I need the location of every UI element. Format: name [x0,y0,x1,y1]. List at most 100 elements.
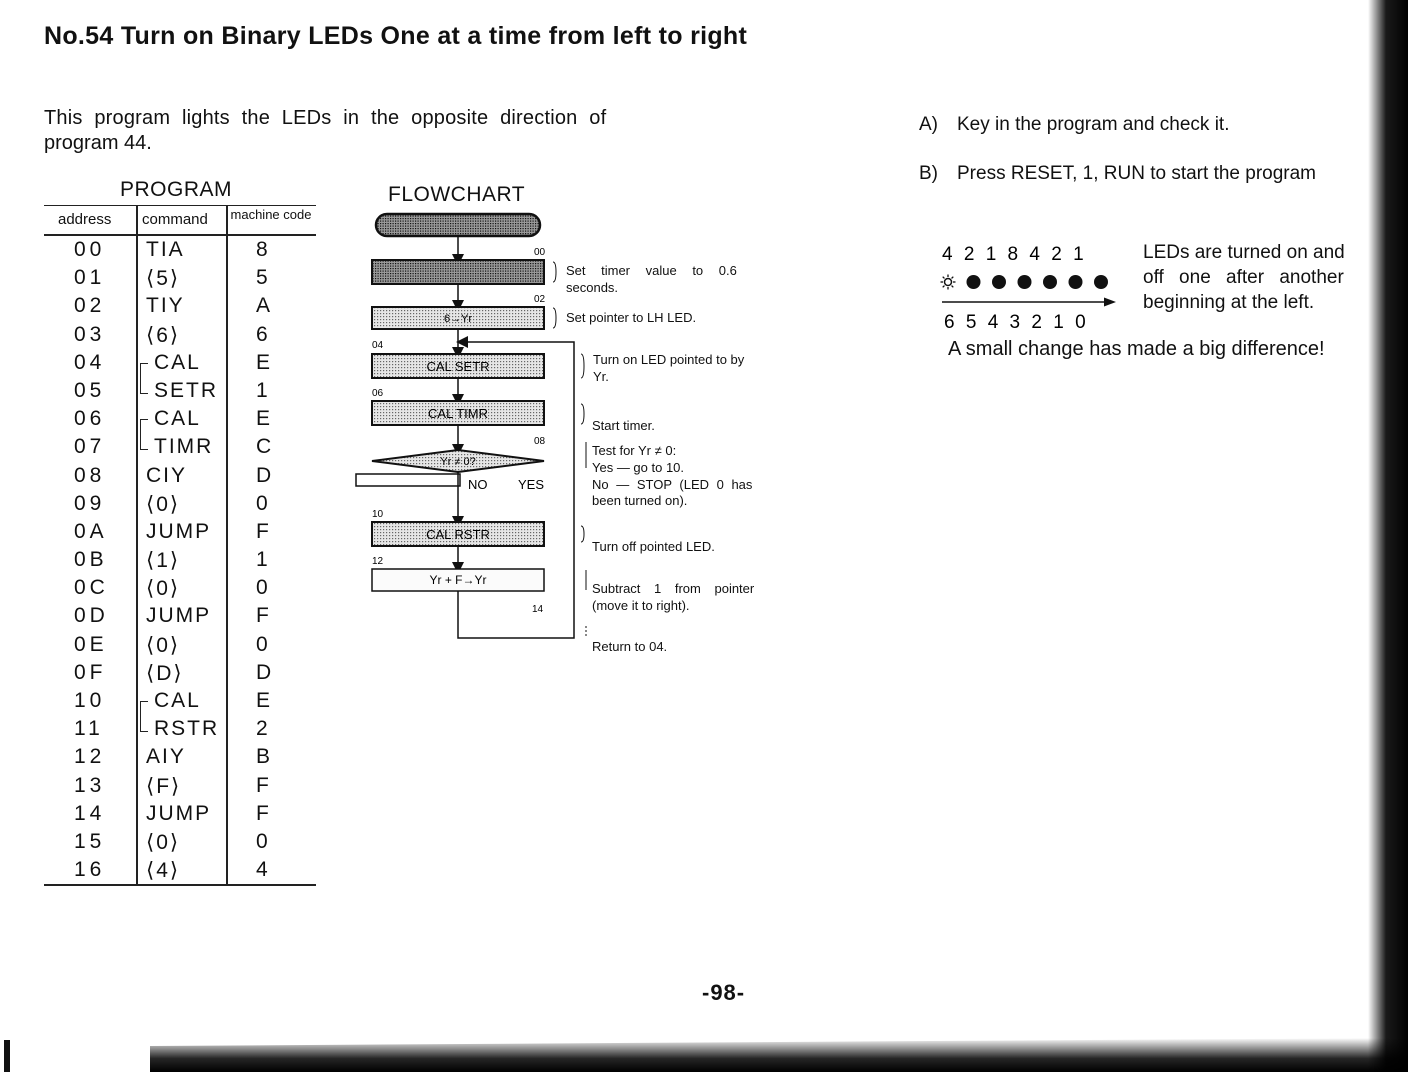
cell-machine-code: D [256,463,274,487]
cell-machine-code: 0 [256,576,270,600]
summary-text: A small change has made a big difference… [948,338,1325,360]
page-title: No.54 Turn on Binary LEDs One at a time … [44,22,748,50]
led-ray [951,276,954,279]
instruction-a-text: Key in the program and check it. [957,114,1230,135]
cell-address: 0F [74,660,107,684]
flowchart-heading: FLOWCHART [388,183,526,206]
cell-address: 0C [74,576,109,600]
led-description: LEDs are turned on and off one after ano… [1143,240,1383,315]
led-dark [966,275,981,289]
instruction-b: B)Press RESET, 1, RUN to start the progr… [919,163,1316,185]
intro-line-1: This program lights the LEDs in the oppo… [44,107,607,129]
cell-command: ⟨6⟩ [146,323,181,347]
led-description-line-2: off one after another [1143,267,1344,288]
table-row: 0C ⟨0⟩ 0 [44,574,316,602]
column-divider [226,236,228,885]
cell-address: 16 [74,858,106,882]
cell-machine-code: F [256,604,271,628]
address-marker-06: 06 [372,388,384,399]
cell-machine-code: B [256,745,273,769]
table-row: 16⟨4⟩4 [44,856,316,884]
cell-address: 10 [74,689,106,712]
cell-address: 12 [74,745,106,769]
address-marker-04: 04 [372,340,384,351]
address-marker-14: 14 [532,604,544,615]
note-return: Return to 04. [592,639,667,654]
cell-machine-code: C [256,435,274,459]
cell-command: CAL [154,350,201,374]
led-row [940,274,1108,290]
scan-margin-mark [4,1040,10,1072]
cell-command: JUMP [146,801,212,825]
cell-machine-code: F [256,801,271,825]
cell-machine-code: 0 [256,632,270,656]
led-diagram: 4 2 1 8 4 2 1 6 5 4 3 2 1 0 [940,244,1116,333]
table-row: 15⟨0⟩0 [44,828,316,856]
column-header-command: command [142,211,208,228]
note-subtract-2: (move it to right). [592,598,690,613]
call-bracket [140,376,148,394]
cell-command: SETR [154,378,219,402]
led-dark [1094,275,1108,289]
cal-timr-label: CAL TIMR [428,406,488,421]
address-marker-02: 02 [534,294,546,305]
column-divider [136,236,138,885]
address-marker-12: 12 [372,556,384,567]
cell-command: ⟨0⟩ [146,577,181,601]
cell-machine-code: E [256,350,273,374]
note-turn-on-1: Turn on LED pointed to by [593,352,745,367]
program-heading: PROGRAM [120,178,233,201]
instruction-a-label: A) [919,114,938,135]
cell-command: ⟨4⟩ [146,859,181,883]
note-start-timer: Start timer. [592,418,655,433]
cal-setr-label: CAL SETR [426,359,489,374]
cell-command: CAL [154,407,201,431]
cell-command: TIY [146,294,185,318]
cell-address: 14 [74,801,106,825]
note-brace [580,403,585,425]
led-ray [942,276,945,279]
led-ray [951,285,954,288]
cell-machine-code: 0 [256,829,270,853]
note-test-2: Yes — go to 10. [592,460,684,475]
branch-yes-label: YES [518,477,544,492]
column-header-machine-code: machine code [230,207,312,222]
no-branch-exit [355,473,461,487]
cal-rstr-label: CAL RSTR [426,527,490,542]
cell-command: ⟨0⟩ [146,633,181,657]
subtract-box-label: Yr + F→Yr [429,573,486,587]
note-set-timer-1: Set timer value to 0.6 [566,263,737,278]
note-brace [580,525,585,543]
note-brace [580,353,585,379]
led-dark [1043,275,1057,289]
cell-machine-code: 1 [256,378,270,402]
cell-command: ⟨1⟩ [146,549,181,573]
led-description-line-1: LEDs are turned on and [1143,242,1345,263]
cell-command: ⟨5⟩ [146,267,181,291]
scan-bottom-shadow [150,1038,1408,1072]
set-pointer-box-label: 6→Yr [444,313,472,325]
address-marker-00: 00 [534,247,546,258]
cell-command: JUMP [146,519,212,543]
led-description-line-3: beginning at the left. [1143,292,1315,313]
cell-command: TIA [146,238,185,261]
cell-machine-code: E [256,689,273,712]
cell-machine-code: 1 [256,548,270,572]
scan-edge-shadow [1368,0,1408,1072]
table-row: 0E⟨0⟩0 [44,631,316,659]
cell-machine-code: F [256,773,271,797]
cell-command: CIY [146,463,188,487]
table-row: 01⟨5⟩5 [44,264,316,292]
column-header-address: address [58,211,112,228]
table-row: 09⟨0⟩0 [44,490,316,518]
note-test-1: Test for Yr ≠ 0: [592,443,676,458]
